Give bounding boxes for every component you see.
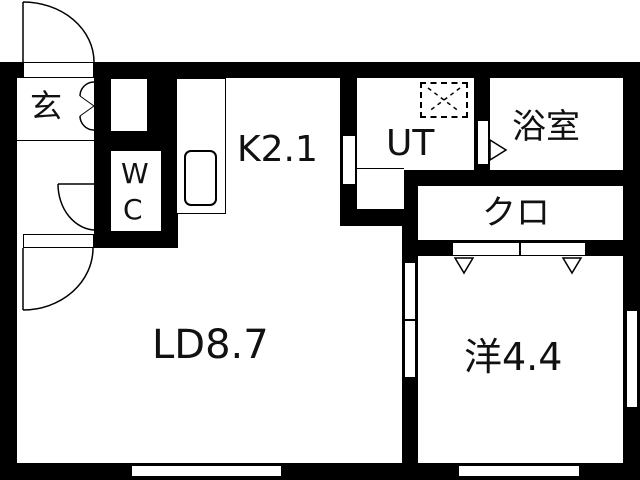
- closet-interior: [418, 186, 623, 240]
- sliding-door-upper: [404, 262, 416, 320]
- kitchen-sink: [184, 150, 217, 206]
- hall-door-frame: [23, 234, 94, 248]
- room-label-kitchen: K2.1: [237, 129, 318, 170]
- wall-storage-bottom: [94, 132, 164, 150]
- wall-wc-bottom: [94, 232, 178, 248]
- ld-window: [131, 465, 282, 477]
- room-label-closet: クロ: [482, 193, 550, 233]
- wall-left: [0, 62, 17, 480]
- room-label-wc-c: C: [123, 193, 143, 226]
- room-label-western-room: 洋4.4: [464, 335, 563, 379]
- wall-closet-left: [402, 170, 418, 260]
- entrance-door-frame: [23, 62, 94, 78]
- ut-interior: [357, 78, 474, 170]
- wall-entrance-right: [94, 62, 110, 240]
- washer-space-icon: [420, 82, 468, 118]
- entrance-threshold: [17, 140, 94, 142]
- ut-door: [342, 135, 356, 185]
- closet-door-left: [452, 242, 520, 256]
- wall-ut-lower: [340, 210, 418, 226]
- western-window-right: [626, 310, 638, 408]
- storage-interior: [110, 78, 148, 132]
- closet-door-right: [520, 242, 586, 256]
- wc-interior: [110, 150, 162, 232]
- sliding-door-lower: [404, 320, 416, 378]
- bath-interior: [490, 78, 623, 170]
- room-label-utility: UT: [386, 123, 435, 164]
- western-window-bottom: [458, 465, 580, 477]
- room-label-entrance: 玄: [30, 87, 63, 125]
- ut-passage: [357, 168, 404, 210]
- bath-door: [477, 120, 489, 165]
- room-label-living-dining: LD8.7: [152, 322, 269, 368]
- room-label-wc-w: W: [121, 157, 149, 190]
- room-label-bathroom: 浴室: [512, 107, 580, 147]
